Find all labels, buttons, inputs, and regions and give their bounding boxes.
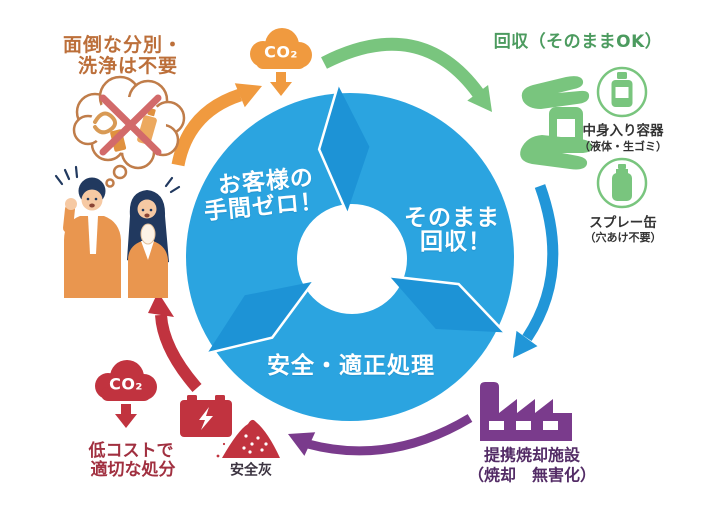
hands-holding-bottle-icon [520, 76, 593, 170]
collection-item2-note: （穴あけ不要） [584, 231, 662, 245]
co2-down-arrow-top-icon [270, 72, 292, 96]
woman-face [137, 199, 157, 219]
factory-window-1 [489, 421, 504, 430]
spray-can-nozzle [618, 164, 626, 169]
woman-mouth [144, 213, 150, 218]
woman-blouse [141, 241, 154, 260]
woman-jacket [128, 241, 168, 298]
man-excitement-marks [54, 165, 79, 186]
cycle-seam-left [207, 280, 315, 355]
collection-item1-note: （液体・生ゴミ） [579, 140, 667, 154]
container-item-circle [596, 66, 648, 118]
ash-speckles [242, 434, 268, 454]
ash-pile-icon [216, 419, 280, 458]
factory-window-2 [516, 421, 531, 430]
customers-illustration [54, 165, 181, 298]
facility-name: 提携焼却施設 [483, 445, 581, 465]
spray-can-icon [612, 173, 632, 201]
man-shirt [88, 216, 98, 254]
woman-excitement-marks [164, 176, 181, 194]
woman-eye-right [149, 208, 153, 212]
man-turtleneck [87, 206, 97, 216]
disposal-line2: 適切な処分 [90, 460, 176, 481]
blue-arrow-shaft [522, 184, 559, 342]
cycle-chevron-top-icon [319, 85, 370, 214]
cycle-step2-line2: 回収！ [420, 228, 492, 255]
orange-arrow-shaft [171, 88, 243, 167]
collection-title: 回収（そのままOK） [493, 32, 663, 53]
cycle-step2-line1: そのまま [404, 204, 500, 231]
cycle-seam-right [389, 275, 506, 334]
woman-fringe [136, 191, 158, 208]
arrow-collection [321, 37, 492, 112]
disposal-line1: 低コストで [88, 441, 174, 462]
cycle-step3: 安全・適正処理 [267, 352, 435, 379]
purple-arrow-head [288, 432, 316, 456]
man-eye-left [86, 197, 90, 201]
cycle-wheel [186, 84, 514, 421]
cycle-chevron-right-icon [389, 276, 505, 333]
factory-window-3 [543, 421, 558, 430]
arrow-customer-to-collection [171, 83, 262, 167]
co2-bottom-label: CO₂ [109, 374, 143, 394]
thought-bubble-icon [72, 75, 186, 188]
cycle-seam-top [317, 84, 349, 214]
collection-item2-name: スプレー缶 [589, 214, 657, 231]
spray-can-shoulder [616, 169, 628, 174]
spray-item-circle [596, 157, 648, 209]
man-mouth [89, 203, 95, 208]
co2-top-label: CO₂ [264, 42, 298, 62]
hand-top-icon [521, 76, 590, 109]
man-eye-right [94, 197, 98, 201]
arrow-facility-to-ash [288, 414, 473, 456]
co2-cloud-top-icon [250, 28, 312, 69]
ash-mound [222, 419, 280, 458]
blue-arrow-head [513, 330, 538, 358]
crumpled-trash-doodle [93, 111, 117, 135]
customer-benefit-line2: 洗浄は不要 [77, 55, 179, 78]
man-jacket [64, 216, 121, 298]
purple-arrow-shaft [306, 414, 473, 456]
woman-clasped-hands [140, 223, 156, 245]
facility-note: （焼却 無害化） [467, 465, 597, 485]
held-bottle-label [557, 119, 575, 137]
factory-icon [480, 382, 572, 441]
orange-arrow-head [234, 83, 262, 108]
battery-icon [180, 395, 232, 437]
prohibition-x-icon [99, 94, 162, 156]
co2-cloud-bottom-icon [95, 360, 157, 401]
co2-down-arrow-bottom-icon [115, 404, 137, 428]
customer-benefit-line1: 面倒な分別・ [62, 34, 184, 57]
green-arrow-head [467, 85, 492, 112]
bottle-icon-cap [617, 72, 627, 79]
cycle-ring-hole [297, 204, 407, 314]
woman-eye-left [141, 208, 145, 212]
arrow-to-facility [513, 184, 559, 358]
bottle-icon-label [615, 87, 629, 98]
spray-can-item-icon [596, 157, 648, 209]
container-item-icon [596, 66, 648, 118]
red-arrow-shaft [155, 314, 202, 392]
factory-body [480, 382, 572, 441]
hand-bottom-icon [520, 135, 593, 170]
man-fist [65, 198, 77, 210]
held-bottle-cap [556, 96, 569, 105]
collection-item1-name: 中身入り容器 [582, 122, 664, 139]
green-arrow-shaft [321, 37, 484, 97]
red-arrow-head [148, 292, 174, 317]
lightning-bolt-icon [199, 407, 213, 430]
ash-stray-dots [216, 442, 235, 458]
arrow-disposal-to-customer [148, 292, 202, 392]
cycle-chevron-left-icon [207, 281, 314, 354]
man-face [81, 189, 103, 211]
ash-label: 安全灰 [230, 462, 272, 479]
